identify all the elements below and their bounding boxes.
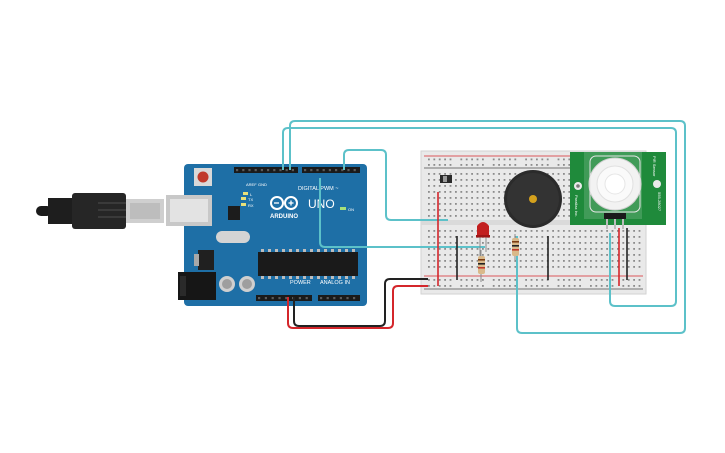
pir-label: PIR Sensor bbox=[652, 156, 657, 177]
digital-header-a bbox=[234, 167, 298, 173]
l-led bbox=[243, 192, 248, 195]
tx-led bbox=[241, 197, 246, 200]
wire-digital-to-board[interactable] bbox=[319, 178, 485, 248]
pir-jumper-icon bbox=[653, 180, 661, 188]
pir-maker: Parallax Inc. bbox=[574, 195, 579, 217]
rx-led bbox=[241, 203, 246, 206]
wire-ground[interactable] bbox=[293, 278, 428, 327]
crystal-oscillator bbox=[216, 231, 250, 243]
resistor[interactable] bbox=[478, 250, 485, 282]
wire-buzzer-signal[interactable] bbox=[289, 120, 686, 334]
usb-chip bbox=[228, 206, 240, 220]
wire-led-signal[interactable] bbox=[343, 149, 448, 221]
pir-partnumber: 555-28027 bbox=[657, 192, 662, 212]
rx-label: RX bbox=[248, 203, 254, 208]
logo-text: ARDUINO bbox=[270, 214, 298, 220]
wire-5v[interactable] bbox=[287, 285, 428, 329]
red-led[interactable] bbox=[476, 222, 490, 258]
model-text: UNO bbox=[308, 197, 335, 211]
arduino-uno-board[interactable]: ARDUINO UNO DIGITAL PWM ~ POWER ANALOG I… bbox=[166, 164, 367, 306]
gnd-label: GND bbox=[258, 182, 267, 187]
resistor[interactable] bbox=[512, 234, 519, 262]
arduino-logo-icon bbox=[270, 196, 298, 210]
voltage-regulator bbox=[198, 250, 214, 270]
atmega-chip bbox=[258, 252, 358, 276]
analog-header bbox=[318, 295, 360, 301]
l-label: L bbox=[250, 192, 253, 197]
slide-switch[interactable] bbox=[440, 175, 452, 183]
on-led bbox=[340, 207, 346, 210]
buzzer-center bbox=[529, 195, 537, 203]
usb-cable bbox=[36, 193, 164, 229]
power-label: POWER bbox=[290, 280, 311, 286]
tx-label: TX bbox=[248, 197, 253, 202]
aref-label: AREF bbox=[246, 182, 257, 187]
pir-sensor[interactable]: PIR Sensor 555-28027 Parallax Inc. bbox=[570, 152, 666, 229]
analog-label: ANALOG IN bbox=[320, 280, 350, 286]
power-header bbox=[256, 295, 312, 301]
wire-pir-signal[interactable] bbox=[282, 127, 677, 307]
reset-button[interactable] bbox=[194, 168, 212, 186]
wires bbox=[282, 120, 686, 334]
piezo-buzzer[interactable] bbox=[504, 170, 562, 228]
on-label: ON bbox=[348, 207, 354, 212]
digital-label: DIGITAL PWM ~ bbox=[298, 186, 339, 192]
